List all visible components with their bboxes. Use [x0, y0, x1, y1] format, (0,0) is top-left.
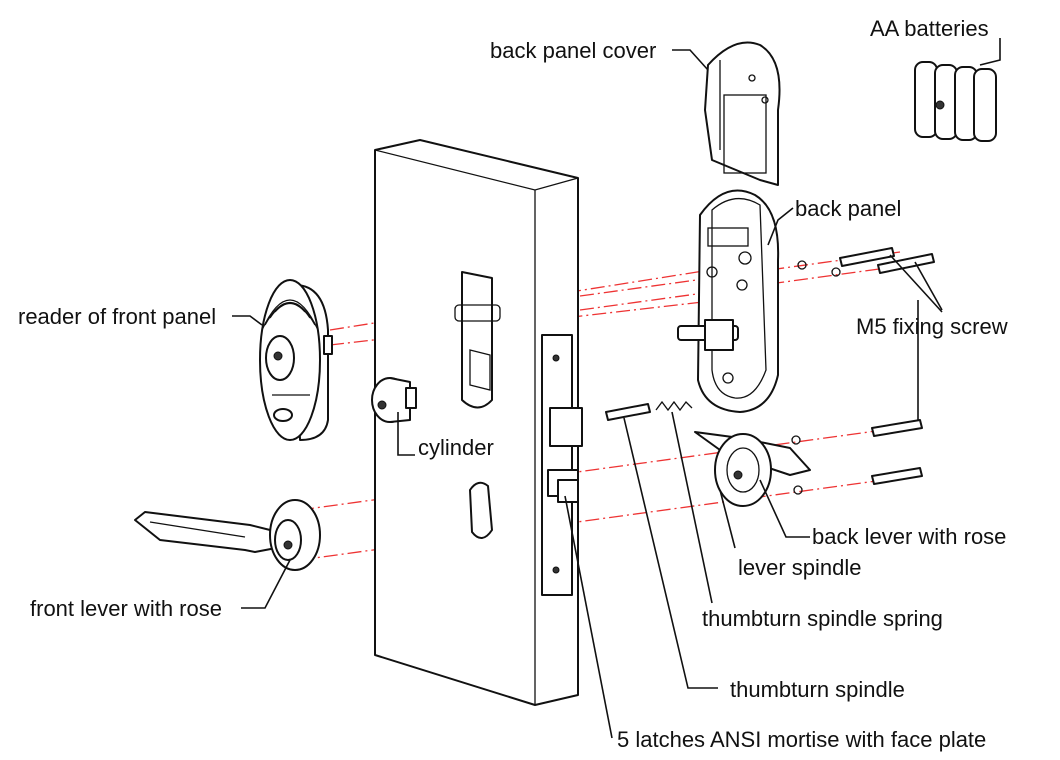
- mortise-face-plate: [541, 334, 583, 596]
- spindles-part: [605, 400, 693, 421]
- label-back-panel-cover: back panel cover: [490, 38, 656, 63]
- back-lever-part: [694, 431, 811, 507]
- label-aa-batteries: AA batteries: [870, 16, 989, 41]
- label-reader-front-panel: reader of front panel: [18, 304, 216, 329]
- label-m5-fixing-screw: M5 fixing screw: [856, 314, 1008, 339]
- back-panel-part: [677, 189, 780, 413]
- label-lever-spindle: lever spindle: [738, 555, 862, 580]
- label-back-panel: back panel: [795, 196, 901, 221]
- label-cylinder: cylinder: [418, 435, 494, 460]
- door: [374, 139, 579, 706]
- labels: AA batteries back panel cover back panel…: [18, 16, 1008, 752]
- label-thumbturn-spindle: thumbturn spindle: [730, 677, 905, 702]
- cylinder-part: [371, 377, 417, 423]
- label-back-lever-with-rose: back lever with rose: [812, 524, 1006, 549]
- front-panel-reader: [259, 279, 333, 441]
- label-mortise-face-plate: 5 latches ANSI mortise with face plate: [617, 727, 986, 752]
- label-front-lever-with-rose: front lever with rose: [30, 596, 222, 621]
- back-panel-cover-part: [704, 41, 781, 186]
- front-lever-part: [134, 499, 321, 571]
- leader-lines: [232, 38, 1001, 739]
- m5-fixing-screws-part: [791, 247, 935, 495]
- aa-batteries-part: [914, 61, 997, 142]
- label-thumbturn-spindle-spring: thumbturn spindle spring: [702, 606, 943, 631]
